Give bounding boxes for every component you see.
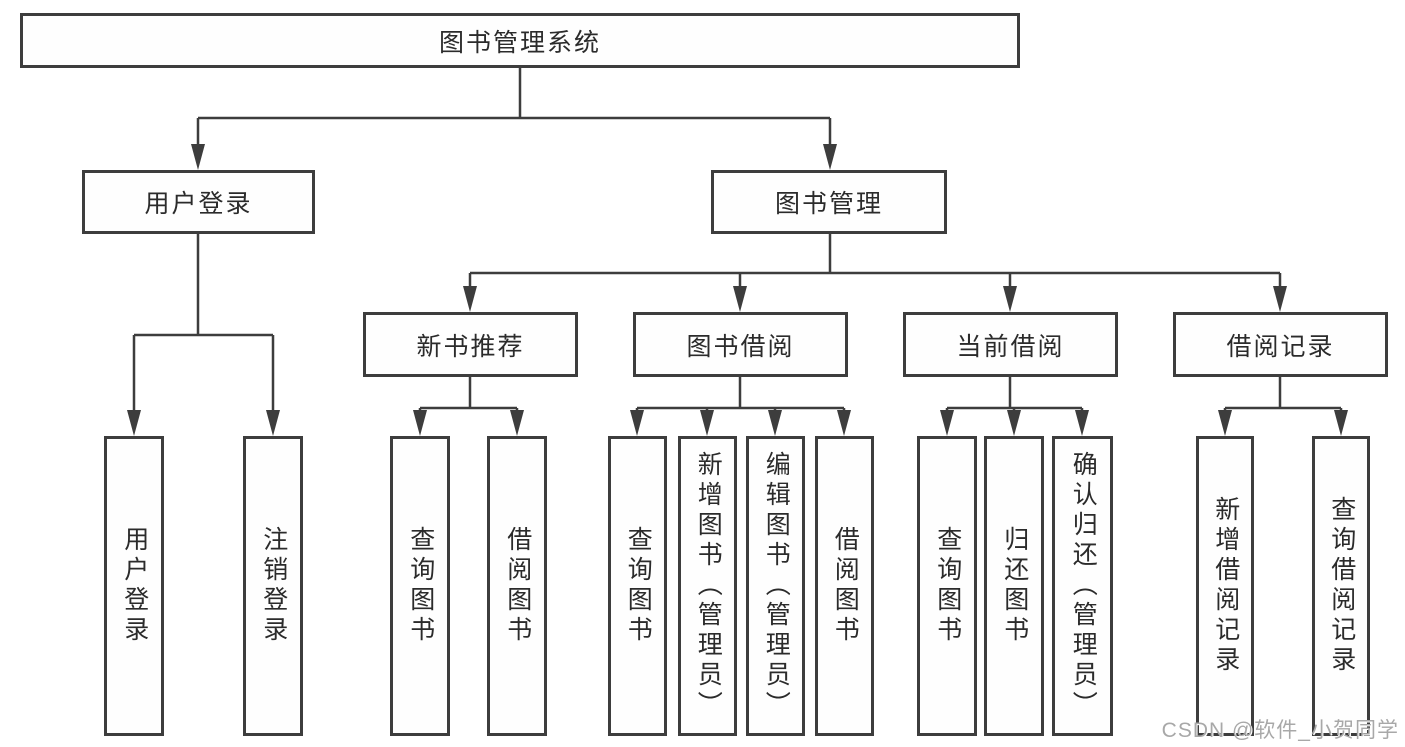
node-book-borrow: 图书借阅 [633,312,848,377]
node-current-borrow: 当前借阅 [903,312,1118,377]
leaf-logout: 注销登录 [243,436,303,736]
leaf-query-books-recommend: 查询图书 [390,436,450,736]
leaf-return-books: 归还图书 [984,436,1044,736]
node-new-book-recommend: 新书推荐 [363,312,578,377]
leaf-borrow-books: 借阅图书 [815,436,874,736]
leaf-user-login: 用户登录 [104,436,164,736]
node-borrow-records: 借阅记录 [1173,312,1388,377]
node-book-management: 图书管理 [711,170,947,234]
leaf-confirm-return-admin: 确认归还（管理员） [1052,436,1113,736]
leaf-borrow-books-recommend: 借阅图书 [487,436,547,736]
csdn-watermark: CSDN @软件_小贺同学 [1161,719,1399,742]
node-user-login: 用户登录 [82,170,315,234]
leaf-add-borrow-record: 新增借阅记录 [1196,436,1254,736]
leaf-edit-books-admin: 编辑图书（管理员） [746,436,805,736]
leaf-query-borrow-record: 查询借阅记录 [1312,436,1370,736]
node-library-management-system: 图书管理系统 [20,13,1020,68]
leaf-query-books-borrow: 查询图书 [608,436,667,736]
leaf-add-books-admin: 新增图书（管理员） [678,436,737,736]
leaf-query-books-current: 查询图书 [917,436,977,736]
